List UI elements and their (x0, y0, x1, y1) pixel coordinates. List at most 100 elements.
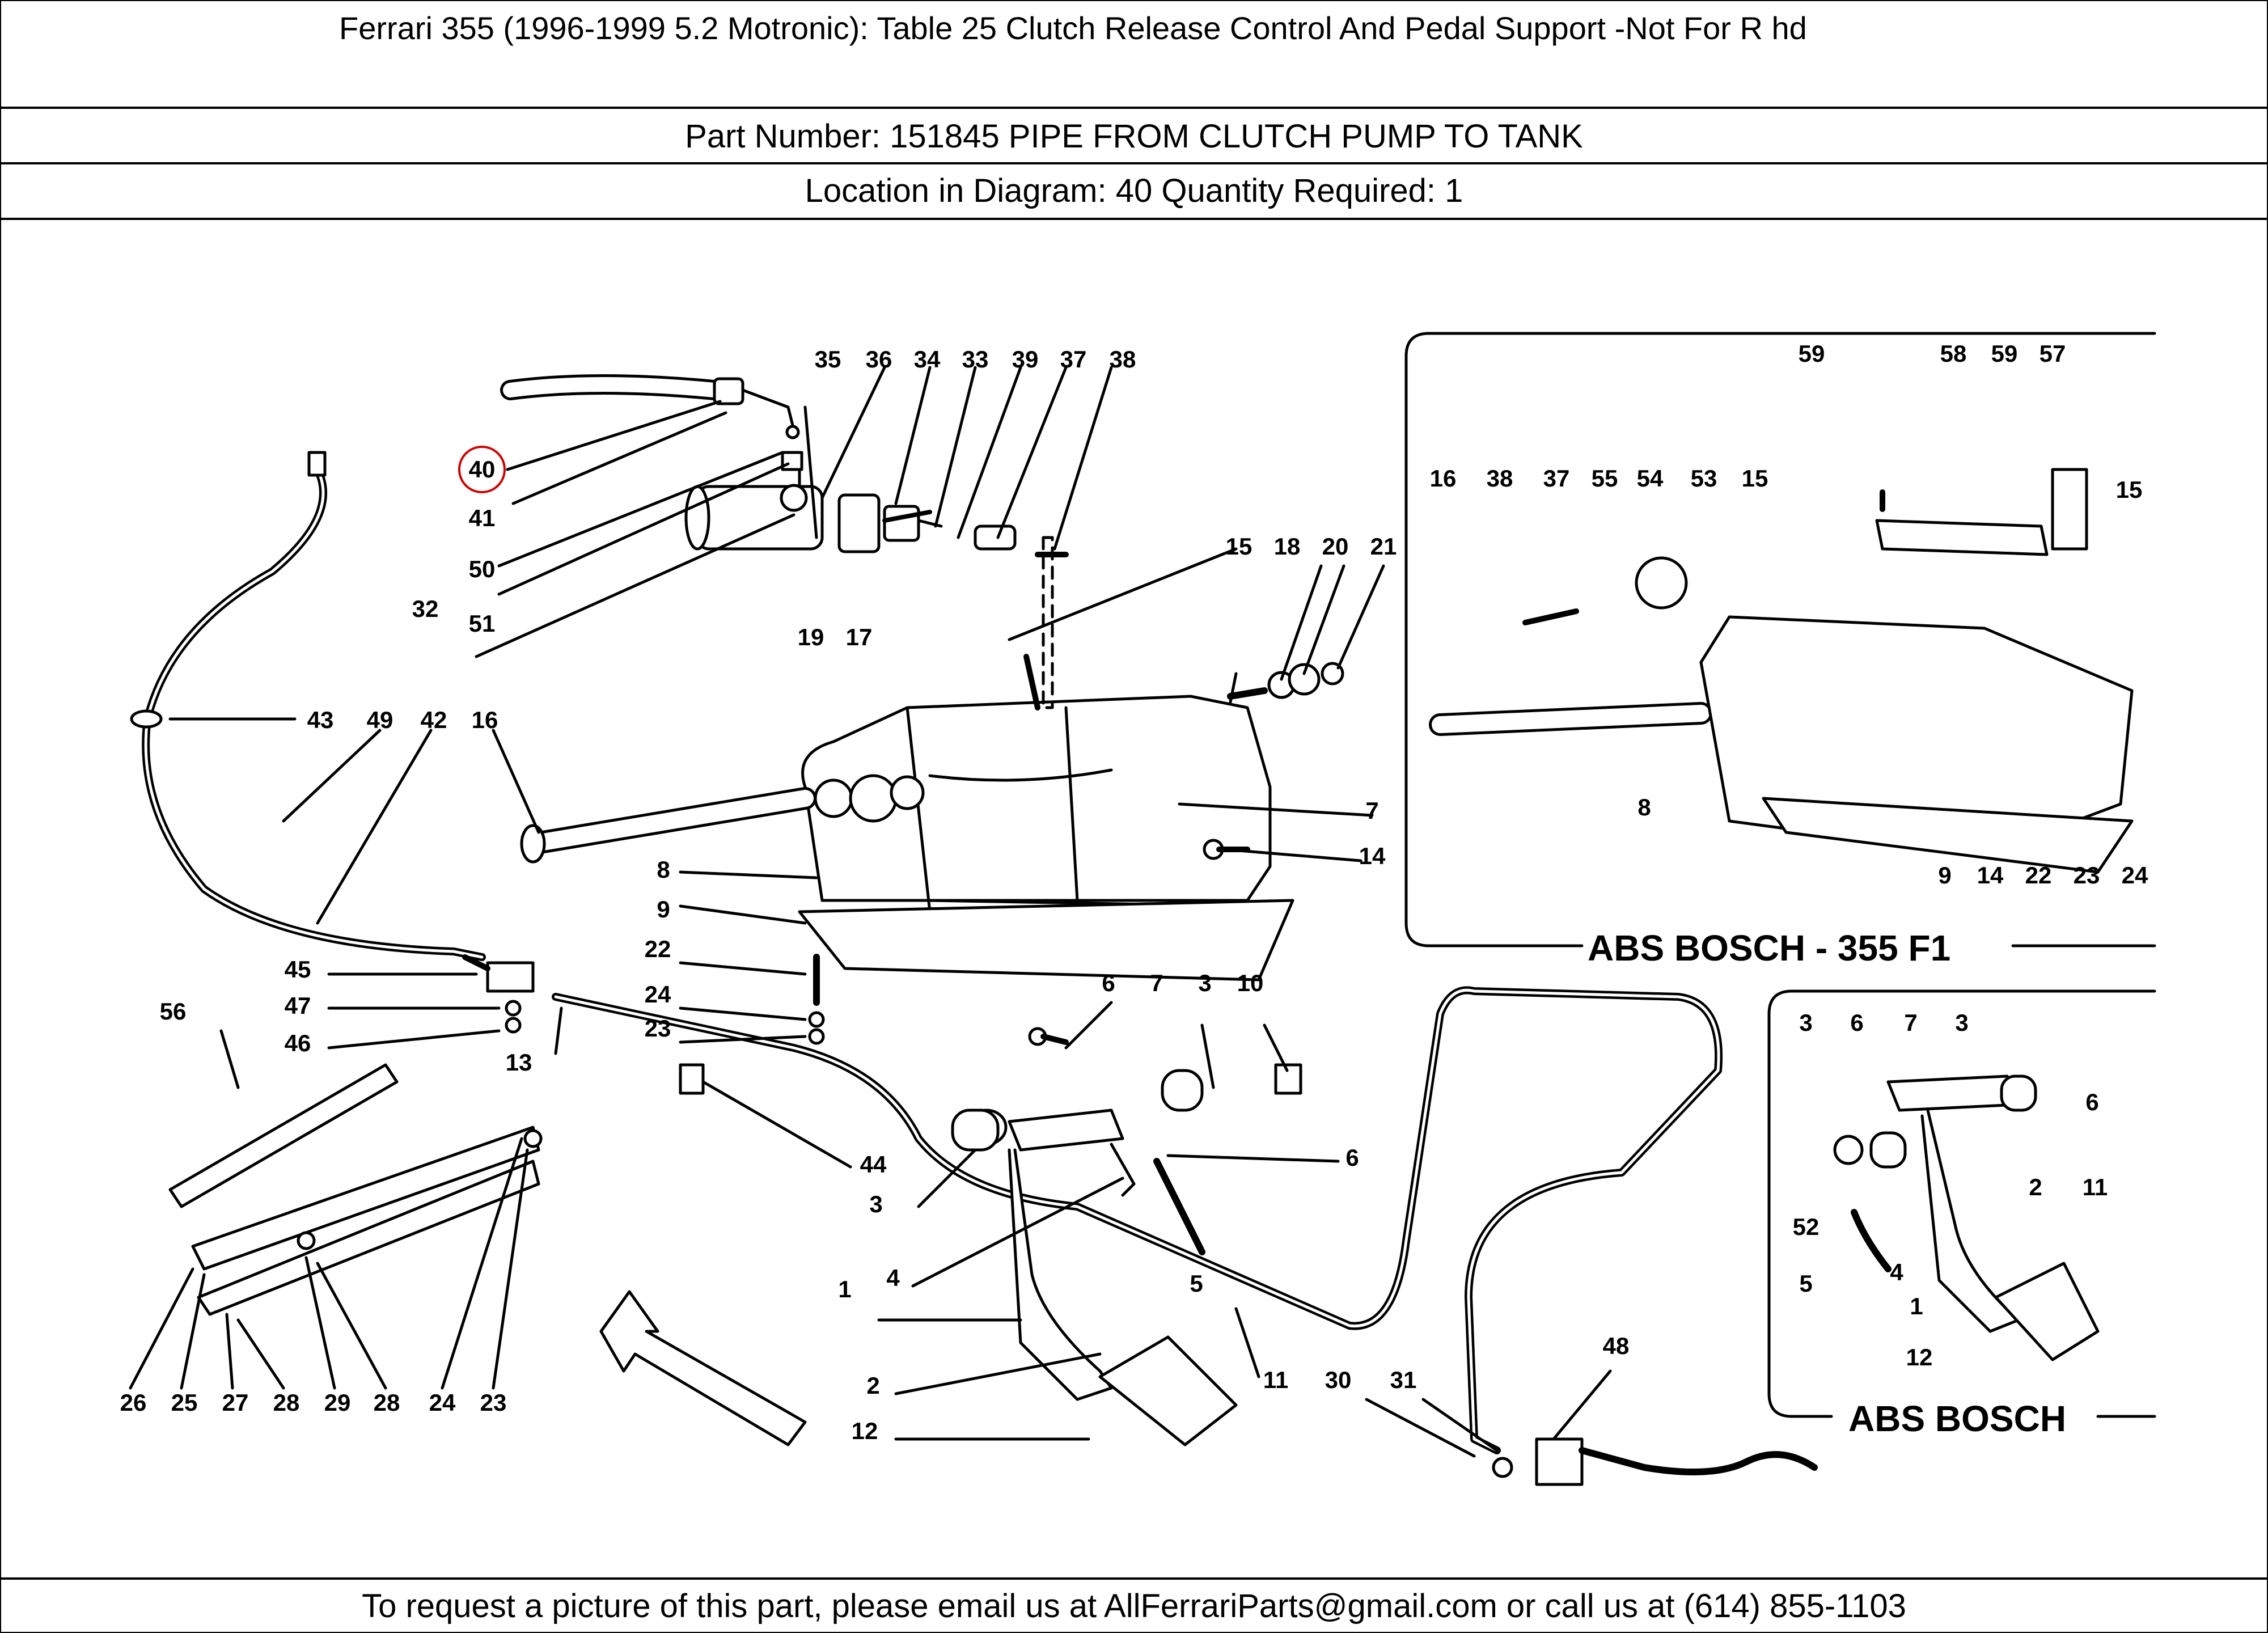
callout-label: 11 (1263, 1367, 1288, 1393)
callout-label: 42 (421, 706, 447, 733)
callout-label: 14 (1977, 862, 2004, 889)
callout-label: 12 (852, 1418, 878, 1444)
callout-label: 21 (1370, 533, 1397, 560)
callout-label: 25 (171, 1389, 198, 1416)
callout-label: 37 (1543, 465, 1570, 492)
callout-label: 1 (1910, 1293, 1923, 1319)
callout-label: 9 (657, 896, 670, 923)
callout-label: 15 (1226, 533, 1253, 560)
callout-label: 12 (1906, 1344, 1933, 1370)
part-number-line: Part Number: 151845 PIPE FROM CLUTCH PUM… (0, 109, 2268, 164)
callout-label: 38 (1110, 346, 1136, 373)
callout-label: 30 (1325, 1367, 1352, 1393)
callout-label: 34 (914, 346, 941, 373)
callout-label: 59 (1991, 340, 2018, 367)
callout-label: 18 (1274, 533, 1301, 560)
callout-label: 23 (2074, 862, 2100, 889)
callout-label: 7 (1150, 970, 1163, 996)
callout-label: 3 (869, 1191, 882, 1217)
callout-label: 10 (1237, 970, 1264, 996)
callout-label: 46 (285, 1030, 311, 1056)
callout-label: 29 (324, 1389, 351, 1416)
callout-label: 59 (1799, 340, 1825, 367)
callout-label: 15 (1742, 465, 1768, 492)
callout-label: 36 (866, 346, 892, 373)
callout-label: 27 (222, 1389, 249, 1416)
callout-label: 44 (860, 1151, 887, 1178)
callout-label: 19 (798, 624, 824, 650)
callout-label: 38 (1487, 465, 1513, 492)
location-line: Location in Diagram: 40 Quantity Require… (0, 164, 2268, 220)
inset-top-title: ABS BOSCH - 355 F1 (1588, 928, 1950, 968)
callout-label: 23 (645, 1015, 671, 1042)
callout-label: 53 (1691, 465, 1717, 492)
callout-label: 6 (1850, 1009, 1863, 1036)
callout-label: 51 (469, 610, 496, 637)
callout-label: 37 (1060, 346, 1087, 373)
callout-label: 23 (480, 1389, 507, 1416)
callout-label: 5 (1190, 1270, 1203, 1297)
callout-label: 24 (2122, 862, 2148, 889)
callout-label: 3 (1799, 1009, 1812, 1036)
callout-label: 2 (866, 1372, 879, 1399)
callout-label: 57 (2039, 340, 2066, 367)
callout-label: 52 (1793, 1213, 1820, 1240)
inset-top-label-group: 59 58 59 57 16 38 37 55 54 53 15 15 8 9 14 22 23 24 (1430, 340, 2148, 889)
callout-label: 9 (1938, 862, 1951, 889)
callout-label: 3 (1198, 970, 1211, 996)
callout-label: 6 (2085, 1089, 2098, 1115)
callout-label: 40 (469, 456, 496, 483)
parts-diagram: 3536343339373840415032511518202119174349… (120, 332, 2156, 1486)
callout-label: 15 (2116, 476, 2143, 503)
callout-label: 17 (846, 624, 873, 650)
callout-label: 28 (273, 1389, 300, 1416)
callout-label: 50 (469, 556, 496, 582)
inset-bottom-title: ABS BOSCH (1848, 1398, 2066, 1439)
callout-label: 13 (506, 1049, 532, 1076)
callout-label: 45 (285, 956, 311, 983)
callout-label: 6 (1102, 970, 1115, 996)
callout-label: 28 (374, 1389, 400, 1416)
callout-label: 14 (1359, 843, 1386, 869)
callout-label: 54 (1637, 465, 1664, 492)
callout-label: 55 (1592, 465, 1618, 492)
callout-label: 4 (1890, 1259, 1903, 1285)
callout-label: 1 (838, 1276, 851, 1302)
highlight-ring (458, 446, 506, 493)
callout-label: 58 (1940, 340, 1967, 367)
callout-label: 6 (1345, 1144, 1359, 1171)
callout-label: 3 (1955, 1009, 1968, 1036)
callout-label: 26 (120, 1389, 147, 1416)
callout-label: 16 (472, 706, 498, 733)
page-title: Ferrari 355 (1996-1999 5.2 Motronic): Ta… (0, 0, 2268, 109)
callout-label: 47 (285, 992, 311, 1019)
callout-label: 16 (1430, 465, 1457, 492)
callout-label: 22 (2025, 862, 2052, 889)
callout-label: 7 (1904, 1009, 1917, 1036)
callout-label: 24 (645, 981, 671, 1008)
callout-label: 20 (1322, 533, 1349, 560)
callout-label: 56 (160, 998, 187, 1025)
callout-label: 4 (886, 1264, 900, 1291)
inset-bottom-frame (1767, 989, 2156, 1418)
callout-label: 11 (2083, 1174, 2108, 1200)
callout-label: 8 (657, 856, 670, 883)
callout-label: 5 (1799, 1270, 1812, 1297)
callout-label: 49 (367, 706, 393, 733)
callout-label: 2 (2029, 1174, 2042, 1200)
callout-label: 22 (645, 936, 671, 962)
callout-label: 8 (1637, 794, 1651, 820)
callout-label: 33 (962, 346, 989, 373)
callout-label: 24 (429, 1389, 456, 1416)
callout-label: 31 (1390, 1367, 1417, 1393)
inset-top-frame (1404, 332, 2156, 947)
callout-label: 41 (469, 505, 496, 531)
callout-label: 32 (412, 595, 439, 622)
callout-label: 39 (1012, 346, 1039, 373)
footer-contact: To request a picture of this part, pleas… (0, 1577, 2268, 1633)
callout-label: 35 (815, 346, 841, 373)
callout-label: 48 (1603, 1332, 1630, 1359)
